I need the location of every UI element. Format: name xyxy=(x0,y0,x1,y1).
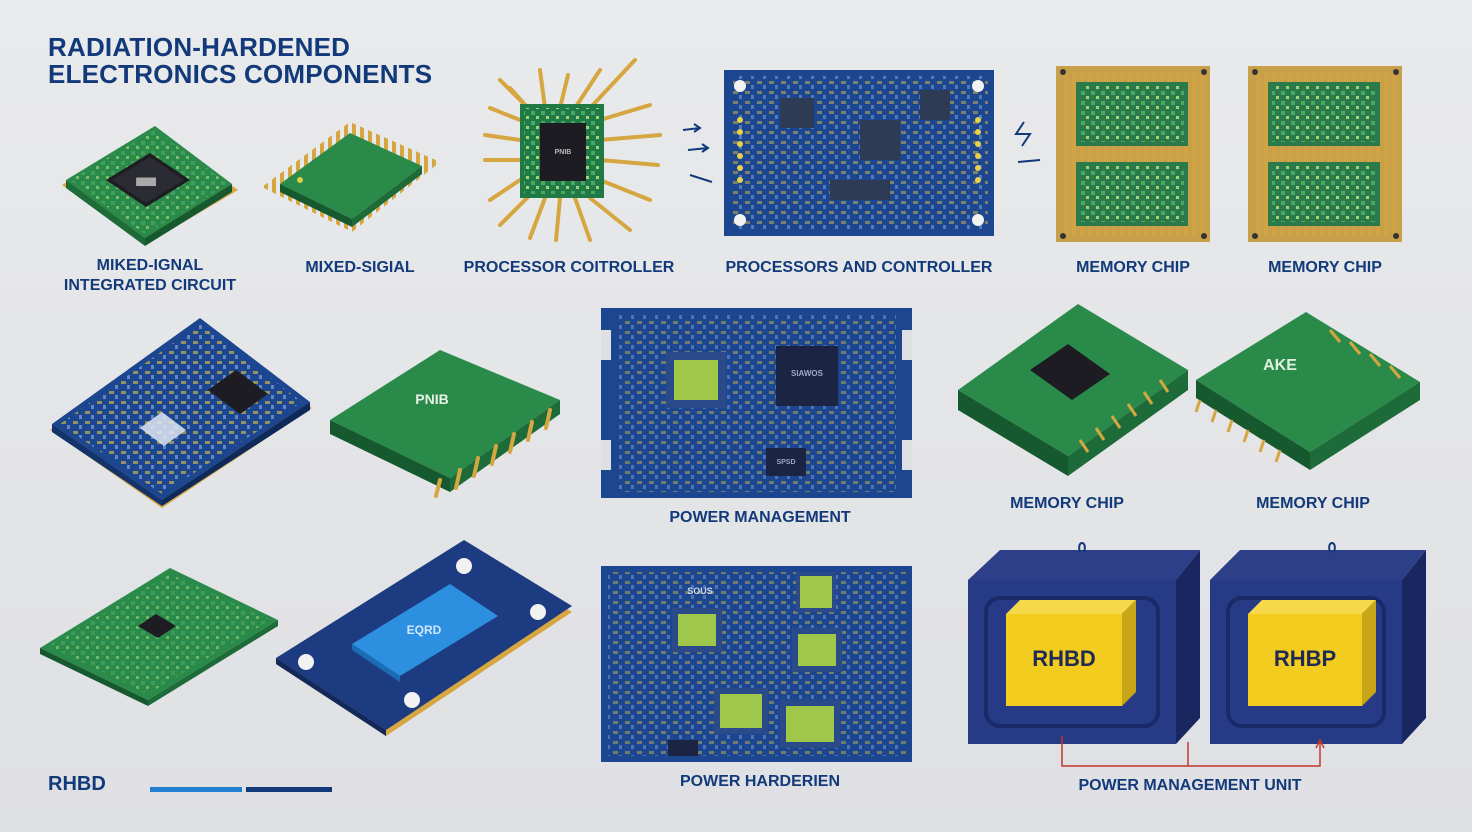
soc-mark: SPSD xyxy=(776,459,795,466)
arrow-marks-right xyxy=(1014,121,1041,163)
label-power-hardener: POWER HARDERIEN xyxy=(679,773,840,790)
power-hardener-board: SOUS xyxy=(601,566,912,762)
arrow-marks-left xyxy=(682,123,713,183)
cpu-mark: SIAWOS xyxy=(791,369,824,378)
processors-and-controller-board xyxy=(724,70,994,236)
title-line-2: ELECTRONICS COMPONENTS xyxy=(48,59,433,89)
memory-chip-iso-1 xyxy=(958,304,1188,476)
footer-accent-bar-light xyxy=(150,787,242,792)
navy-carrier-module: EQRD xyxy=(276,540,572,736)
footer-accent-bar-dark xyxy=(246,787,332,792)
label-power-management-unit: POWER MANAGEMENT UNIT xyxy=(1078,777,1302,794)
memory-chip-board-2 xyxy=(1248,66,1402,242)
label-mixed-signal-ic-line-1: MIKED-IGNAL xyxy=(96,257,204,274)
label-processors-and-controller: PROCESSORS AND CONTROLLER xyxy=(725,259,993,276)
processor-controller-chip xyxy=(483,58,662,242)
pmu-box-2 xyxy=(1210,542,1426,744)
label-memory-chip-2: MEMORY CHIP xyxy=(1268,259,1382,276)
title-line-1: RADIATION-HARDENED xyxy=(48,32,351,62)
mixed-signal-ic-chip: ████ xyxy=(62,126,238,246)
label-memory-chip-3: MEMORY CHIP xyxy=(1010,495,1124,512)
label-memory-chip-4: MEMORY CHIP xyxy=(1256,495,1370,512)
green-pcb-small xyxy=(40,568,278,706)
blue-mod-mark: EQRD xyxy=(407,623,442,637)
blue-chip-mark: SOUS xyxy=(687,586,713,596)
label-power-management: POWER MANAGEMENT xyxy=(669,509,851,526)
label-processor-controller: PROCESSOR COITROLLER xyxy=(463,259,675,276)
label-mixed-signal: MIXED-SIGIAL xyxy=(305,259,415,276)
label-mixed-signal-ic: MIKED-IGNAL INTEGRATED CIRCUIT xyxy=(60,256,240,296)
pmu-box-1 xyxy=(968,542,1200,744)
label-memory-chip-1: MEMORY CHIP xyxy=(1076,259,1190,276)
svg-text:████: ████ xyxy=(136,177,156,187)
page-title: RADIATION-HARDENED ELECTRONICS COMPONENT… xyxy=(48,34,432,88)
svg-text:PNIB: PNIB xyxy=(555,149,572,156)
blue-pcb-module xyxy=(50,318,312,508)
power-management-board: SIAWOS SPSD xyxy=(601,308,912,498)
footer-brand: RHBD xyxy=(48,773,106,795)
memory-chip-board-1 xyxy=(1056,66,1210,242)
module-mark: PNIB xyxy=(415,391,448,407)
label-mixed-signal-ic-line-2: INTEGRATED CIRCUIT xyxy=(63,277,237,294)
memory-mark: AKE xyxy=(1263,357,1297,374)
pmu-connector-lines xyxy=(1061,736,1325,767)
mixed-signal-qfp-chip xyxy=(262,122,440,232)
processor-die: PNIB xyxy=(520,104,604,198)
green-module-chip: PNIB xyxy=(330,350,560,498)
rhbd-box-label: RHBD xyxy=(1032,646,1096,671)
rhbp-box-label: RHBP xyxy=(1274,646,1336,671)
memory-chip-iso-2: AKE xyxy=(1194,312,1420,470)
